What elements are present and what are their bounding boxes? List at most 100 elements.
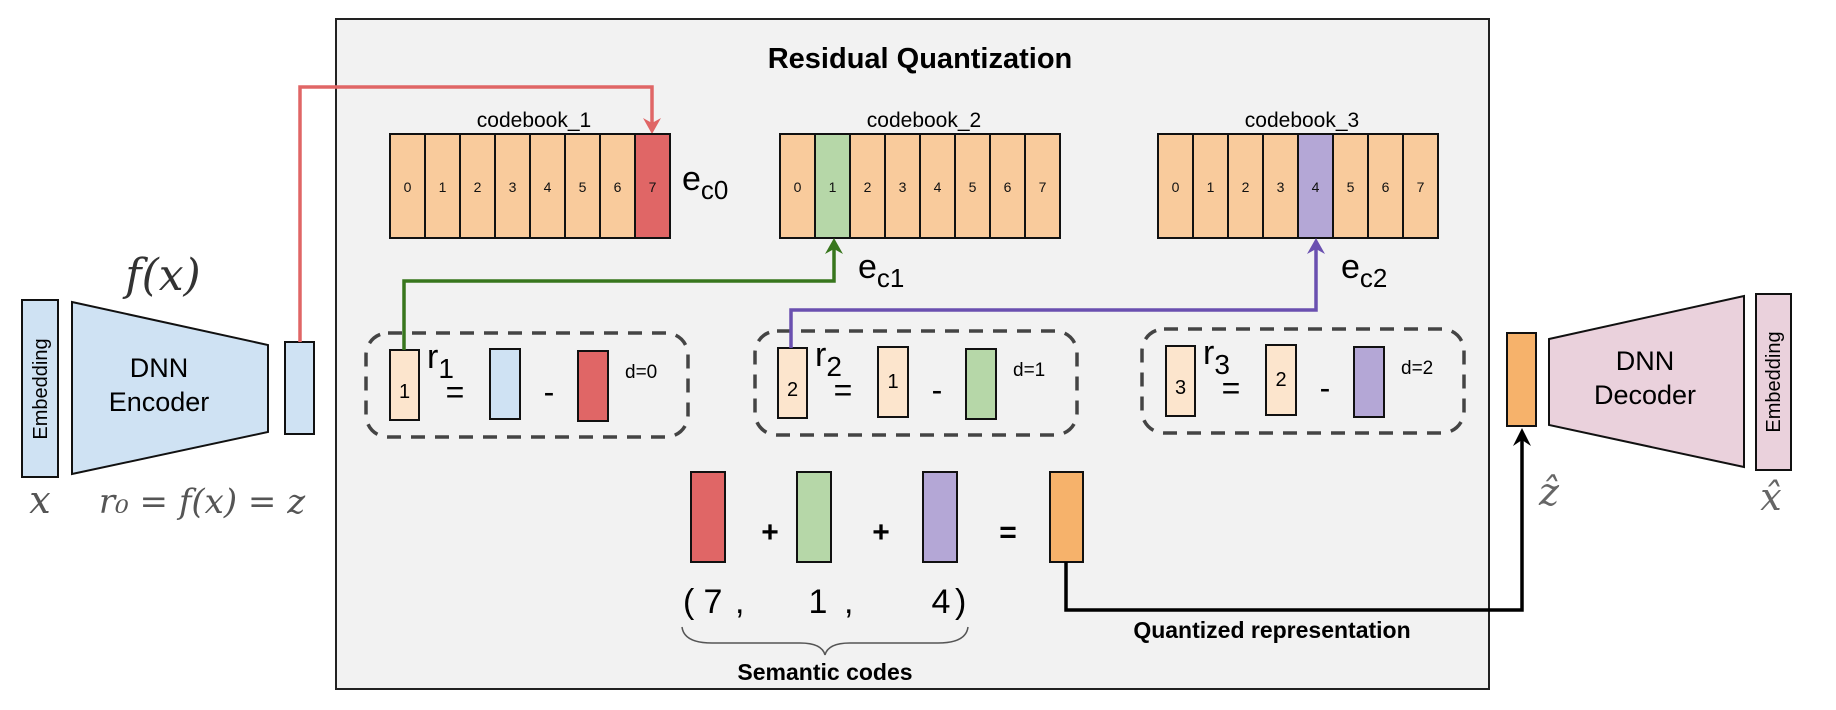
latent-z-bar <box>284 341 315 435</box>
equals-sign: = <box>834 372 853 408</box>
codebook-cell <box>529 133 566 239</box>
semantic-codes-label: Semantic codes <box>737 659 912 685</box>
codes-close-paren: ) <box>955 583 966 621</box>
depth-label: d=0 <box>625 362 657 383</box>
codebook-cell <box>1402 133 1439 239</box>
fx-label: f(x) <box>122 250 200 301</box>
plus-sign-2: + <box>872 516 890 549</box>
codeword-vector <box>577 350 609 422</box>
code-value-3: 4 <box>932 583 951 621</box>
sum-vector-green <box>796 471 832 563</box>
codebook-cell-label: 5 <box>1347 179 1355 195</box>
codebook-cell-label: 1 <box>1207 179 1215 195</box>
arrowhead-zhat <box>1513 428 1531 446</box>
residual-dashed-border <box>364 331 690 439</box>
codebook-cell <box>1332 133 1369 239</box>
codebook-cell <box>599 133 636 239</box>
codebook-cell-label: 1 <box>829 179 837 195</box>
codebook-cell <box>1192 133 1229 239</box>
semantic-codes-brace <box>681 626 969 656</box>
codebook-cell-label: 4 <box>934 179 942 195</box>
residual-dashed-border <box>753 329 1079 437</box>
codeword-vector <box>965 348 997 420</box>
codebook-cell-label: 6 <box>614 179 622 195</box>
sum-row: + + = ( 7 , 1 , 4 ) Semantic codes Quant… <box>681 428 1531 685</box>
codebook-cell <box>989 133 1026 239</box>
codebook-cell-label: 6 <box>1382 179 1390 195</box>
residual-dashed-border <box>1140 327 1466 435</box>
minus-sign: - <box>932 372 943 408</box>
dnn-decoder-trapezoid <box>1548 294 1745 469</box>
codebook-title: codebook_1 <box>477 109 591 132</box>
codebook-cell <box>954 133 991 239</box>
codebook-cell <box>919 133 956 239</box>
codebook-cell-label: 3 <box>899 179 907 195</box>
codebook-cell-label: 2 <box>864 179 872 195</box>
depth-label: d=1 <box>1013 360 1045 381</box>
decoder-group: DNN Decoder Embedding ẑ x̂ <box>1506 293 1792 519</box>
residual-vector <box>1165 345 1196 417</box>
codebook-cell <box>564 133 601 239</box>
input-embedding-box <box>21 299 59 478</box>
x-label: x <box>29 478 50 522</box>
codebook-cell <box>459 133 496 239</box>
codebook-cell <box>1024 133 1061 239</box>
codebook-cell-label: 4 <box>544 179 552 195</box>
arrowhead-codebook2 <box>825 238 843 254</box>
residual-box-2: 2r2=1-d=1 <box>753 329 1079 437</box>
codebook-cell-selected <box>1297 133 1334 239</box>
residual-box-3: 3r3=2-d=2 <box>1140 327 1466 435</box>
dnn-decoder-label-line2: Decoder <box>1594 380 1696 410</box>
equals-sign: = <box>446 374 465 410</box>
minus-sign: - <box>544 374 555 410</box>
arrow-z-to-codebook1 <box>298 85 654 342</box>
codebook-cell <box>1367 133 1404 239</box>
codebook-cell-label: 6 <box>1004 179 1012 195</box>
codebook-cell-label: 7 <box>1039 179 1047 195</box>
codes-comma-1: , <box>735 583 744 621</box>
codebook-cell <box>849 133 886 239</box>
arrowhead-codebook3 <box>1307 238 1325 254</box>
code-value-2: 1 <box>809 583 828 621</box>
xhat-label: x̂ <box>1760 475 1781 519</box>
previous-residual-vector <box>489 348 521 420</box>
codebook-cell-label: 4 <box>1312 179 1320 195</box>
codebook-cell-label: 0 <box>1172 179 1180 195</box>
dnn-encoder-label-line2: Encoder <box>109 387 210 417</box>
sum-vector-purple <box>922 471 958 563</box>
codebook-cell-selected <box>634 133 671 239</box>
panel-title: Residual Quantization <box>768 43 1073 75</box>
codebook-cell <box>779 133 816 239</box>
r0-equation-label: r₀ = f(x) = z <box>99 482 306 522</box>
previous-residual-vector <box>1265 344 1297 416</box>
codebook-cell <box>1227 133 1264 239</box>
codebook-cell-label: 7 <box>649 179 657 195</box>
depth-label: d=2 <box>1401 358 1433 379</box>
residual-vector <box>389 349 420 421</box>
codebook-cell <box>389 133 426 239</box>
equals-sign: = <box>1222 370 1241 406</box>
plus-sign-1: + <box>761 516 779 549</box>
codes-open-paren: ( <box>683 583 695 621</box>
codeword-vector <box>1353 346 1385 418</box>
equals-sign: = <box>999 516 1017 549</box>
encoder-group: Embedding DNN Encoder f(x) x r₀ = f(x) =… <box>21 250 315 522</box>
residual-value: 2 <box>787 379 798 401</box>
codebook-cell-label: 0 <box>404 179 412 195</box>
zhat-label: ẑ <box>1538 470 1560 514</box>
codes-comma-2: , <box>844 583 853 621</box>
quantized-representation-label: Quantized representation <box>1133 617 1410 643</box>
minus-sign: - <box>1320 370 1331 406</box>
codebook-title: codebook_3 <box>1245 109 1359 132</box>
residual-value: 3 <box>1175 377 1186 399</box>
previous-residual-value: 1 <box>887 371 898 393</box>
codebook-cell-label: 5 <box>969 179 977 195</box>
output-embedding-box <box>1755 293 1792 471</box>
previous-residual-value: 2 <box>1275 369 1286 391</box>
codebook-cell-label: 2 <box>474 179 482 195</box>
zhat-bar <box>1506 332 1537 427</box>
arrow-r2-to-codebook3 <box>789 247 1318 348</box>
